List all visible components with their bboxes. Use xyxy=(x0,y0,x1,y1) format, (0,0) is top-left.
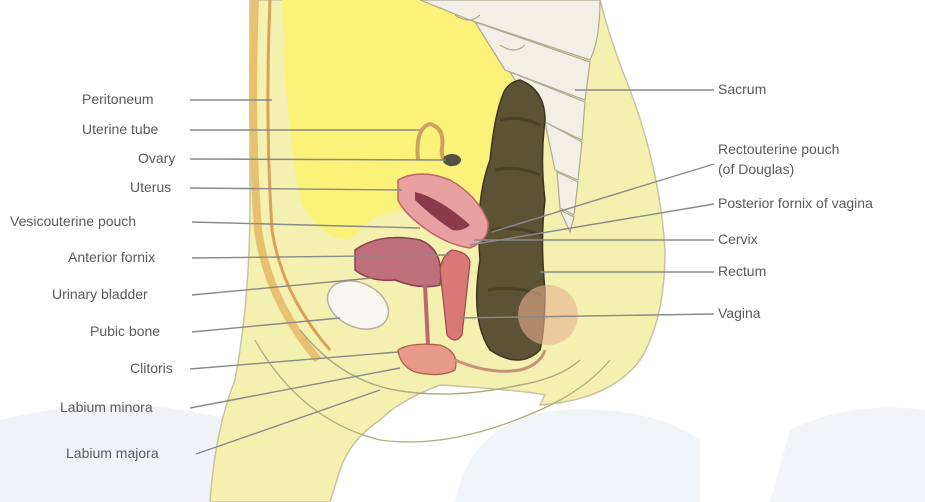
label-anterior-fornix: Anterior fornix xyxy=(68,249,155,265)
label-labium-majora: Labium majora xyxy=(66,445,159,461)
watermark-shape xyxy=(455,409,700,502)
label-rectouterine-pouch: Rectouterine pouch xyxy=(718,141,839,157)
label-rectouterine-pouch-sub: (of Douglas) xyxy=(718,161,794,177)
leader-ovary xyxy=(190,159,446,160)
label-cervix: Cervix xyxy=(718,231,758,247)
label-rectum: Rectum xyxy=(718,263,766,279)
label-ovary: Ovary xyxy=(138,150,175,166)
label-clitoris: Clitoris xyxy=(130,360,173,376)
watermark-shape xyxy=(770,408,925,502)
label-labium-minora: Labium minora xyxy=(60,399,153,415)
label-vagina: Vagina xyxy=(718,305,761,321)
label-sacrum: Sacrum xyxy=(718,81,766,97)
pelvic-tissue xyxy=(518,285,578,345)
label-vesicouterine-pouch: Vesicouterine pouch xyxy=(10,213,136,229)
label-pubic-bone: Pubic bone xyxy=(90,323,160,339)
label-uterus: Uterus xyxy=(130,179,171,195)
label-urinary-bladder: Urinary bladder xyxy=(52,286,148,302)
label-posterior-fornix: Posterior fornix of vagina xyxy=(718,195,873,211)
label-uterine-tube: Uterine tube xyxy=(82,121,158,137)
label-peritoneum: Peritoneum xyxy=(82,91,154,107)
